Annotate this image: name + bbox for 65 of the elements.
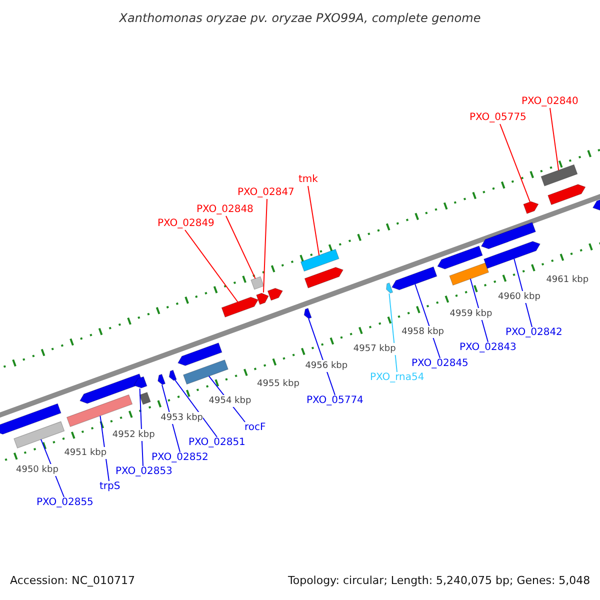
scale-label: 4954 kbp — [208, 394, 252, 407]
gene-feature — [480, 222, 536, 250]
gene-feature — [304, 266, 344, 288]
gene-feature — [256, 292, 269, 305]
leader-line — [550, 108, 560, 171]
gene-feature — [134, 376, 148, 388]
gene-feature — [267, 288, 284, 301]
gene-feature — [483, 241, 541, 269]
gene-label: PXO_02842 — [506, 327, 562, 339]
gene-label: PXO_02847 — [238, 187, 294, 199]
leader-line — [500, 124, 530, 202]
gene-feature — [523, 201, 539, 214]
scale-label: 4958 kbp — [402, 326, 444, 338]
gene-label: PXO_05775 — [470, 112, 526, 124]
gene-label: PXO_02843 — [460, 342, 516, 354]
scale-label: 4951 kbp — [64, 446, 107, 459]
gene-label: PXO_rna54 — [370, 372, 424, 384]
gene-feature — [168, 370, 177, 381]
feature-bar — [540, 164, 578, 186]
leader-line — [184, 230, 238, 302]
gene-feature — [158, 374, 166, 385]
feature-bar — [300, 248, 340, 272]
genome-stats-text: Topology: circular; Length: 5,240,075 bp; Genes: 5,048 — [288, 575, 590, 587]
gene-feature — [437, 246, 483, 270]
gene-feature — [221, 296, 259, 318]
gene-label: PXO_02845 — [412, 358, 468, 370]
gene-label: PXO_02848 — [196, 204, 254, 216]
leader-line — [174, 380, 218, 438]
accession-text: Accession: NC_010717 — [10, 575, 136, 587]
gene-label: PXO_02849 — [158, 218, 214, 230]
scale-label: 4955 kbp — [257, 378, 300, 390]
gene-label: PXO_02851 — [188, 437, 246, 449]
gene-label: tmk — [298, 174, 318, 186]
leader-line — [308, 186, 320, 256]
feature-bar — [250, 276, 264, 290]
gene-label: PXO_02840 — [522, 96, 578, 108]
gene-feature — [392, 266, 438, 290]
gene-label: trpS — [100, 481, 120, 493]
feature-bar — [66, 394, 133, 428]
gene-feature — [80, 373, 144, 404]
leader-line — [226, 216, 256, 280]
scale-label: 4952 kbp — [112, 429, 155, 442]
title: Xanthomonas oryzae pv. oryzae PXO99A, complete genome — [118, 10, 482, 26]
gene-label: rocF — [244, 422, 266, 434]
gene-label: PXO_02855 — [36, 497, 94, 509]
scale-label: 4960 kbp — [498, 291, 540, 303]
gene-feature — [548, 184, 586, 206]
scale-label: 4950 kbp — [16, 464, 58, 476]
scale-label: 4961 kbp — [546, 274, 589, 286]
gene-feature — [304, 308, 312, 319]
gene-label: PXO_02853 — [116, 466, 172, 478]
scale-label: 4959 kbp — [450, 308, 492, 320]
feature-bar — [139, 392, 151, 405]
gene-feature — [0, 403, 62, 435]
feature-bar — [449, 262, 490, 286]
scale-label: 4957 kbp — [353, 342, 396, 355]
feature-bar — [182, 359, 228, 385]
gene-feature — [178, 342, 222, 366]
feature-bar — [14, 421, 65, 448]
gene-label: PXO_05774 — [306, 395, 364, 407]
gene-label: PXO_02852 — [152, 452, 208, 464]
scale-label: 4956 kbp — [305, 360, 348, 372]
leader-line — [263, 198, 268, 293]
gene-feature — [386, 282, 394, 294]
scale-label: 4953 kbp — [160, 412, 203, 424]
